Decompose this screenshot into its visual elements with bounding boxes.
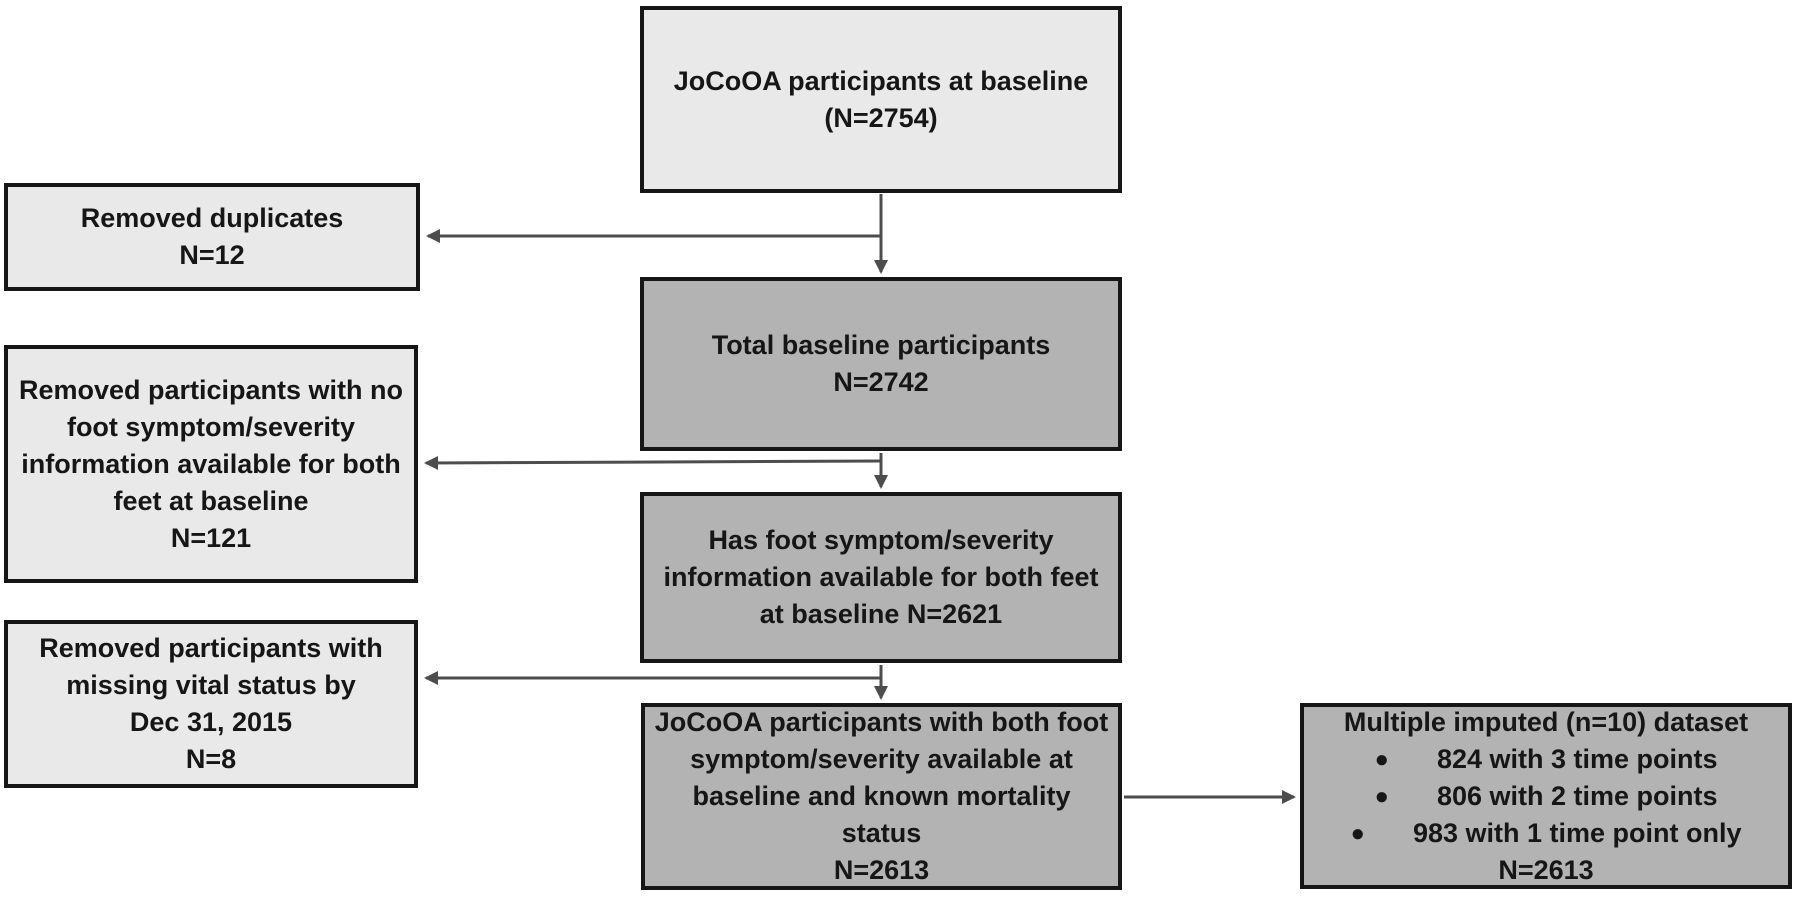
- box-removed-missing-vital-text: Removed participants with missing vital …: [39, 633, 383, 774]
- imputed-bullet-row: ● 824 with 3 time points: [1374, 741, 1717, 778]
- imputed-bullet-row: ● 983 with 1 time point only: [1350, 815, 1741, 852]
- box-has-foot-info: Has foot symptom/severity information av…: [640, 492, 1122, 663]
- imputed-dataset-n: N=2613: [1498, 854, 1594, 885]
- box-baseline-participants: JoCoOA participants at baseline (N=2754): [640, 6, 1122, 193]
- imputed-bullet-text: 983 with 1 time point only: [1412, 817, 1742, 848]
- box-mortality-status-text: JoCoOA participants with both foot sympt…: [654, 707, 1109, 885]
- box-imputed-dataset: Multiple imputed (n=10) dataset ● 824 wi…: [1300, 703, 1792, 889]
- box-mortality-status: JoCoOA participants with both foot sympt…: [641, 703, 1122, 890]
- box-total-baseline: Total baseline participants N=2742: [640, 277, 1122, 451]
- box-has-foot-info-text: Has foot symptom/severity information av…: [663, 525, 1099, 629]
- arrow-branch-removed-no-foot: [424, 455, 882, 470]
- bullet-icon: ●: [1374, 745, 1389, 773]
- box-baseline-participants-text: JoCoOA participants at baseline (N=2754): [673, 65, 1089, 133]
- imputed-bullet-text: 824 with 3 time points: [1436, 743, 1718, 774]
- box-total-baseline-text: Total baseline participants N=2742: [711, 330, 1051, 397]
- imputed-bullet-text: 806 with 2 time points: [1436, 780, 1718, 811]
- imputed-bullet-row: ● 806 with 2 time points: [1374, 778, 1717, 815]
- bullet-icon: ●: [1374, 782, 1389, 810]
- bullet-icon: ●: [1350, 819, 1365, 847]
- box-removed-no-foot-info: Removed participants with no foot sympto…: [4, 345, 418, 583]
- box-removed-duplicates-text: Removed duplicates N=12: [80, 203, 344, 270]
- box-removed-missing-vital: Removed participants with missing vital …: [4, 620, 418, 788]
- box-removed-duplicates: Removed duplicates N=12: [4, 183, 420, 291]
- imputed-dataset-title: Multiple imputed (n=10) dataset: [1343, 706, 1749, 737]
- box-removed-no-foot-info-text: Removed participants with no foot sympto…: [18, 374, 404, 553]
